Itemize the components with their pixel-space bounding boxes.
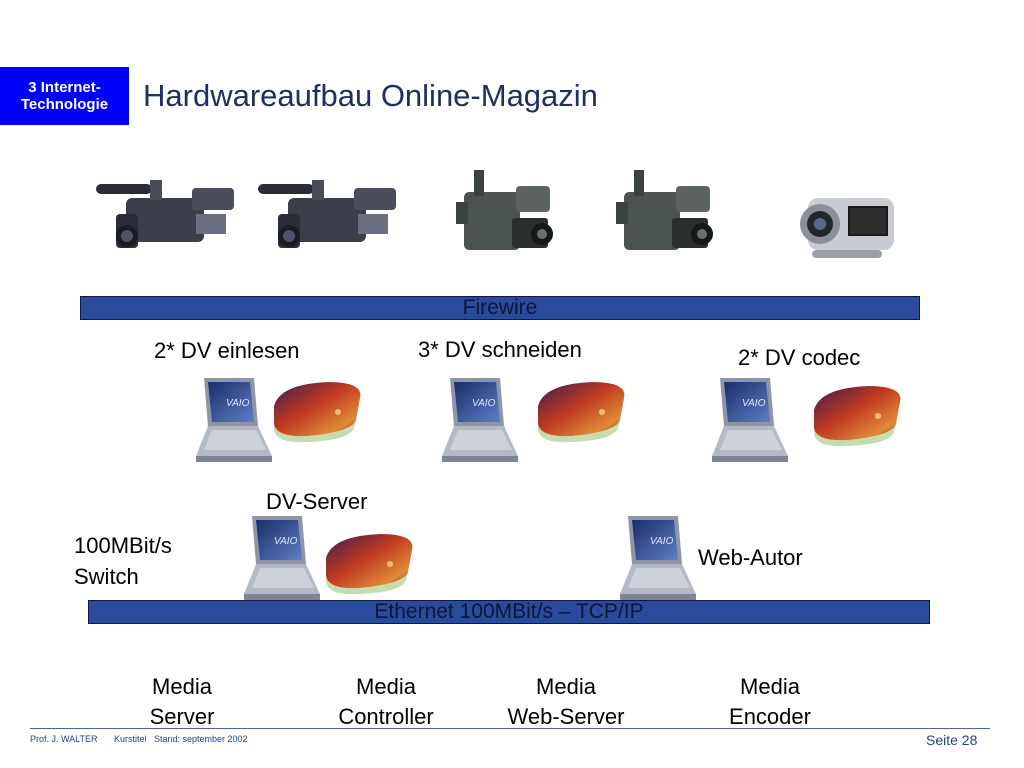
handycam-icon (800, 198, 894, 258)
media-line2: Controller (338, 704, 434, 729)
laptop-icon (712, 378, 788, 462)
media-line2: Encoder (729, 704, 811, 729)
page-title: Hardwareaufbau Online-Magazin (143, 78, 598, 113)
firewire-bus: Firewire (80, 296, 920, 320)
laptop-icon (196, 378, 272, 462)
station-label-einlesen: 2* DV einlesen (154, 338, 300, 363)
footer-author: Prof. J. WALTER (30, 734, 98, 744)
laptop-icon (244, 516, 320, 600)
firewire-label: Firewire (462, 296, 538, 319)
media-controller-label: Media Controller (318, 672, 454, 732)
capture-box-icon (273, 382, 361, 443)
switch-label: 100MBit/s Switch (74, 530, 172, 592)
capture-box-icon (325, 534, 413, 595)
ethernet-label: Ethernet 100MBit/s – TCP/IP (374, 600, 644, 623)
footer-date: Stand: september 2002 (154, 734, 248, 744)
broadcast-camera-icon (616, 170, 713, 250)
dv-server-label: DV-Server (266, 489, 368, 514)
footer-divider (30, 728, 990, 729)
media-line1: Media (152, 674, 212, 699)
laptop-icon (620, 516, 696, 600)
media-server-label: Media Server (120, 672, 244, 732)
media-line1: Media (536, 674, 596, 699)
ethernet-bus: Ethernet 100MBit/s – TCP/IP (88, 600, 930, 624)
web-autor-label: Web-Autor (698, 545, 803, 570)
media-line2: Web-Server (507, 704, 625, 729)
footer-course: Kurstitel (114, 734, 147, 744)
switch-label-line2: Switch (74, 564, 139, 589)
camcorder-icon (96, 180, 234, 248)
media-encoder-label: Media Encoder (708, 672, 832, 732)
broadcast-camera-icon (456, 170, 553, 250)
badge-line1: 3 Internet- (28, 79, 101, 96)
page-number: Seite 28 (926, 732, 978, 748)
station-label-schneiden: 3* DV schneiden (418, 337, 582, 362)
capture-box-icon (537, 382, 625, 443)
media-line2: Server (149, 704, 215, 729)
camcorder-icon (258, 180, 396, 248)
switch-label-line1: 100MBit/s (74, 533, 172, 558)
media-web-server-label: Media Web-Server (490, 672, 642, 732)
laptop-icon (442, 378, 518, 462)
media-line1: Media (740, 674, 800, 699)
capture-box-icon (813, 386, 901, 447)
station-label-codec: 2* DV codec (738, 345, 861, 370)
section-badge: 3 Internet- Technologie (0, 67, 129, 125)
badge-line2: Technologie (20, 96, 109, 113)
media-line1: Media (356, 674, 416, 699)
